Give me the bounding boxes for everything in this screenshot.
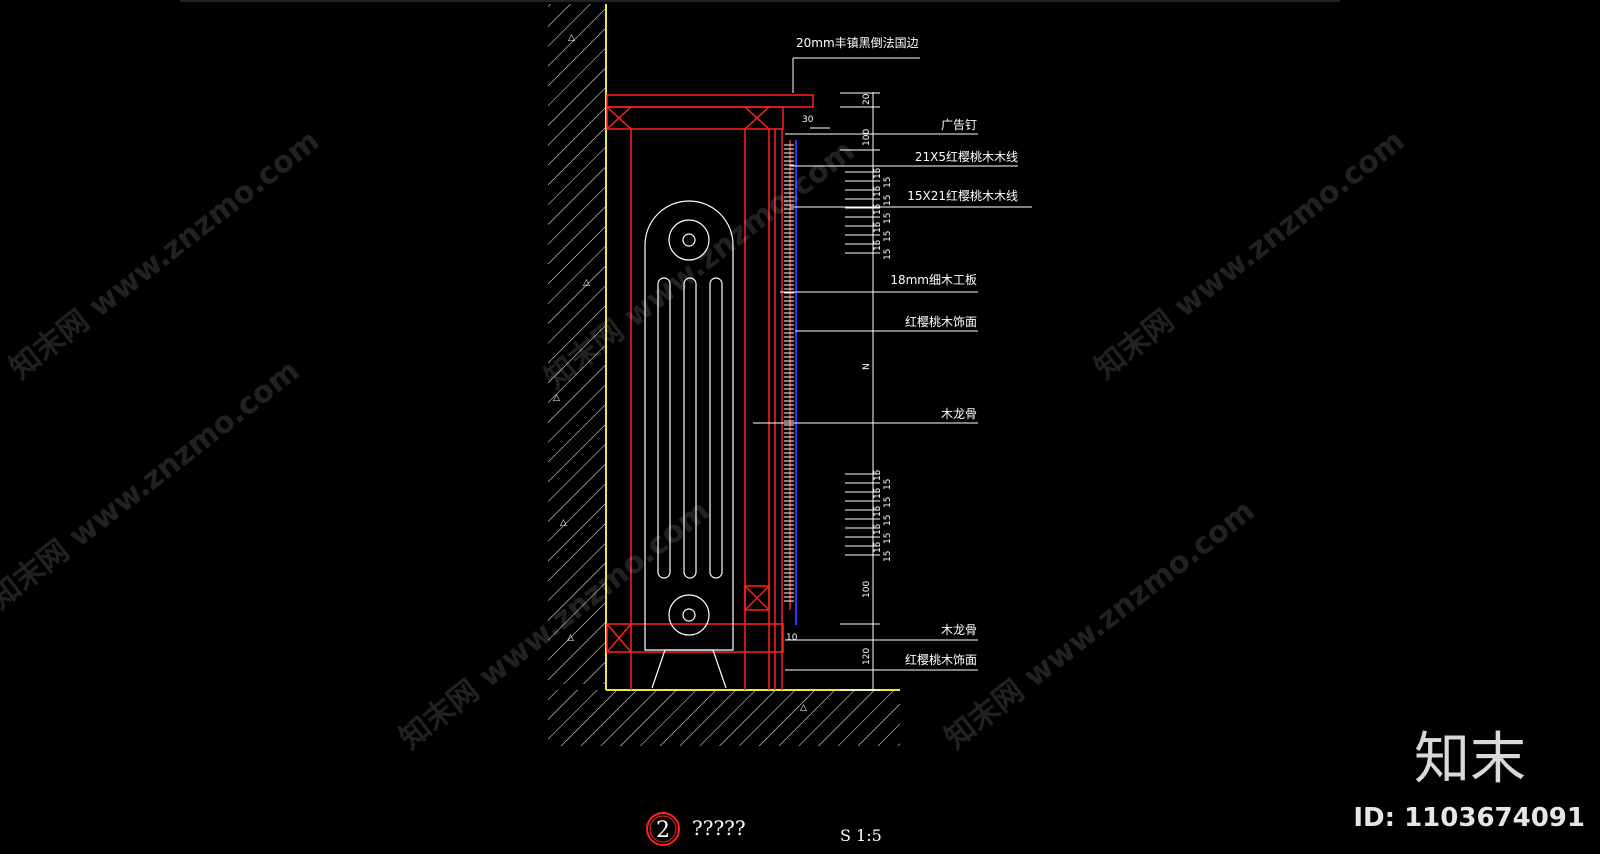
dim-15-label: 15 (873, 524, 883, 535)
dim-15-label: 15 (873, 168, 883, 179)
veneer-board-strip (784, 140, 797, 625)
brand-logo: 知末 (1414, 727, 1526, 792)
scale-label: S 1:5 (840, 826, 882, 845)
dim-10: 10 (786, 633, 798, 643)
svg-text:△: △ (567, 633, 574, 643)
dim-15-label: 15 (883, 195, 893, 206)
label-keel-mid: 木龙骨 (941, 407, 977, 421)
detail-marker: 2 (646, 812, 680, 846)
dim-15-label: 15 (873, 240, 883, 251)
dim-15-label: 15 (883, 177, 893, 188)
svg-text:△: △ (560, 518, 567, 528)
watermarks: 知末网 www.znzmo.com 知末网 www.znzmo.com 知末网 … (0, 123, 1411, 756)
dim-100-bottom: 100 (862, 581, 872, 598)
dim-15-label: 15 (883, 551, 893, 562)
dim-15-label: 15 (883, 533, 893, 544)
dim-15-label: 15 (873, 204, 883, 215)
svg-text:知末网 www.znzmo.com: 知末网 www.znzmo.com (3, 123, 326, 386)
dim-15-label: 15 (883, 479, 893, 490)
top-edge-text: 20mm丰镇黑倒法国边 (796, 36, 919, 50)
detail-title: ????? (692, 816, 746, 840)
dim-15-label: 15 (873, 542, 883, 553)
svg-text:知末网 www.znzmo.com: 知末网 www.znzmo.com (0, 353, 306, 616)
dim-15-label: 15 (873, 470, 883, 481)
dim-100-top: 100 (862, 129, 872, 146)
radiator (644, 200, 734, 689)
dim-15-label: 15 (873, 506, 883, 517)
svg-text:△: △ (568, 33, 575, 43)
wall-hatch: △ △ △ △ △ (548, 4, 607, 690)
label-nail: 广告钉 (941, 118, 977, 132)
dim-15-label: 15 (883, 231, 893, 242)
dim-n: N (862, 363, 872, 370)
dimension-chain (810, 92, 880, 691)
dim-15-label: 15 (883, 515, 893, 526)
dim-120: 120 (862, 648, 872, 665)
svg-text:△: △ (553, 393, 560, 403)
id-label: ID: 1103674091 (1353, 803, 1585, 833)
floor-hatch: △ (548, 689, 900, 746)
label-veneer-top: 红樱桃木饰面 (905, 314, 977, 329)
label-keel-low: 木龙骨 (941, 623, 977, 637)
cabinet-frame (606, 94, 814, 690)
label-molding-15x21: 15X21红樱桃木木线 (907, 188, 1018, 203)
dim-15-label: 15 (873, 222, 883, 233)
svg-text:△: △ (800, 703, 807, 713)
detail-number: 2 (656, 818, 670, 843)
dim-20: 20 (862, 93, 872, 105)
svg-text:△: △ (583, 278, 590, 288)
label-top-edge: 20mm丰镇黑倒法国边 (792, 36, 920, 93)
svg-text:知末网 www.znzmo.com: 知末网 www.znzmo.com (938, 493, 1261, 756)
label-board-18mm: 18mm细木工板 (890, 273, 977, 287)
dim-15-label: 15 (873, 186, 883, 197)
callouts (753, 133, 1032, 671)
label-molding-21x5: 21X5红樱桃木木线 (915, 149, 1018, 164)
dim-15-label: 15 (873, 488, 883, 499)
dim-15-label: 15 (883, 213, 893, 224)
dim-15-label: 15 (883, 249, 893, 260)
label-veneer-bottom: 红樱桃木饰面 (905, 652, 977, 667)
dim-30: 30 (802, 115, 814, 125)
svg-text:知末网 www.znzmo.com: 知末网 www.znzmo.com (1088, 123, 1411, 386)
dim-15-label: 15 (883, 497, 893, 508)
